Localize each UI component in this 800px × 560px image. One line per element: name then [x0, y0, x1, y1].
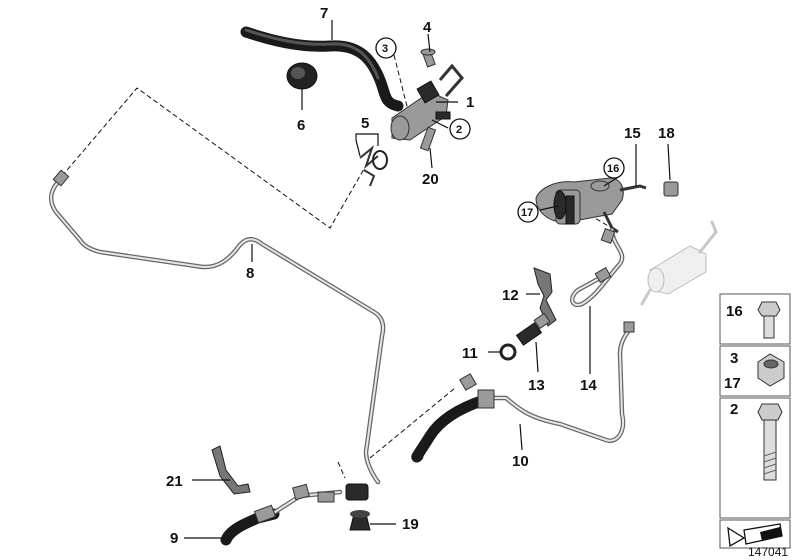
legend-label-16: 16	[726, 303, 743, 320]
reservoir-hose	[240, 26, 404, 112]
label-4: 4	[423, 19, 432, 36]
legend-label-3: 3	[730, 350, 738, 367]
diagram-id: 147041	[748, 545, 788, 559]
callouts: 1 2 3 4 5 6 7 8 9 10 11 12 13 14 15 16 1…	[166, 5, 675, 547]
master-cylinder	[390, 63, 464, 141]
slave-cylinder	[535, 177, 679, 234]
label-9: 9	[170, 530, 178, 547]
long-pipe	[48, 169, 386, 485]
label-5: 5	[361, 115, 369, 132]
label-18: 18	[658, 125, 675, 142]
label-3: 3	[382, 43, 388, 55]
small-bolt	[420, 48, 436, 68]
label-14: 14	[580, 377, 597, 394]
reference-dashed-lines	[61, 54, 616, 479]
pointer-arrow-icon	[727, 523, 783, 548]
legend-label-17: 17	[724, 375, 741, 392]
slave-feed-pipe	[569, 227, 625, 308]
label-10: 10	[512, 453, 529, 470]
label-7: 7	[320, 5, 328, 22]
label-19: 19	[402, 516, 419, 533]
bulkhead-grommet	[349, 510, 371, 531]
callout-circle-3	[375, 37, 397, 59]
retaining-clip	[359, 144, 388, 187]
legend-label-2: 2	[730, 401, 738, 418]
callout-circle-2	[449, 118, 471, 140]
label-12: 12	[502, 287, 519, 304]
label-6: 6	[297, 117, 305, 134]
hex-nut-icon	[757, 353, 785, 387]
label-13: 13	[528, 377, 545, 394]
clip-bracket	[211, 445, 251, 495]
label-16: 16	[607, 163, 619, 175]
sealing-ring	[499, 343, 517, 361]
label-1: 1	[466, 94, 474, 111]
legend-row-bolt-short	[719, 293, 791, 345]
label-8: 8	[246, 265, 254, 282]
callout-circle-17	[517, 201, 539, 223]
leader-lines	[184, 20, 671, 539]
label-2: 2	[456, 124, 462, 136]
flexible-hose	[411, 373, 495, 463]
label-20: 20	[422, 171, 439, 188]
label-21: 21	[166, 473, 183, 490]
mounting-bracket	[533, 267, 557, 327]
short-bolt-icon	[757, 301, 781, 339]
label-17: 17	[521, 207, 533, 219]
lower-pipe	[491, 321, 635, 443]
label-15: 15	[624, 125, 641, 142]
label-11: 11	[462, 345, 478, 362]
pivot-pin	[419, 126, 437, 152]
fastener-legend: 16 3 17 2	[719, 293, 791, 549]
callout-circle-16	[603, 157, 625, 179]
long-bolt-icon	[757, 403, 783, 481]
lower-hose	[220, 483, 369, 546]
ghost-master-cylinder	[640, 220, 718, 306]
rubber-grommet	[286, 62, 318, 90]
pipe-connector	[515, 312, 551, 346]
